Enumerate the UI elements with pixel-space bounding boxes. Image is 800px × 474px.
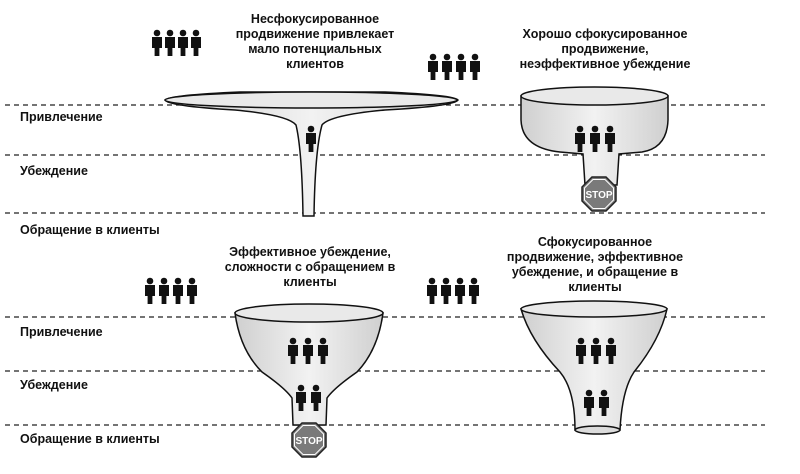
caption-line: Несфокусированное	[250, 12, 380, 26]
label-persuasion-bottom: Убеждение	[20, 378, 88, 392]
label-attraction-top: Привлечение	[20, 110, 103, 124]
caption-line: продвижение привлекает	[235, 27, 395, 41]
caption-line: клиентов	[286, 57, 344, 71]
caption-line: Хорошо сфокусированное	[522, 27, 688, 41]
label-conversion-bottom: Обращение в клиенты	[20, 432, 160, 446]
caption-line: мало потенциальных	[248, 42, 382, 56]
caption-line: клиенты	[568, 280, 622, 294]
stop-sign-icon: STOP	[291, 422, 327, 458]
caption-line: неэффективное убеждение	[519, 57, 691, 71]
funnel-icon	[520, 300, 668, 435]
label-attraction-bottom: Привлечение	[20, 325, 103, 339]
label-persuasion-top: Убеждение	[20, 164, 88, 178]
funnel-icon	[234, 303, 384, 426]
caption-line: Эффективное убеждение,	[229, 245, 391, 259]
stop-sign-label-2: STOP	[295, 436, 322, 447]
caption-line: Сфокусированное	[537, 235, 653, 249]
stop-sign-icon: STOP	[581, 176, 617, 212]
caption-top-right: Хорошо сфокусированное продвижение, неэф…	[490, 27, 720, 72]
label-conversion-top: Обращение в клиенты	[20, 223, 160, 237]
caption-bottom-right: Сфокусированное продвижение, эффективное…	[480, 235, 710, 295]
caption-line: сложности с обращением в	[224, 260, 396, 274]
funnel-icon	[164, 91, 459, 217]
people-group-bottom-left	[145, 277, 197, 304]
caption-line: убеждение, и обращение в	[511, 265, 679, 279]
people-group-bottom-right	[427, 277, 479, 304]
caption-top-left: Несфокусированное продвижение привлекает…	[200, 12, 430, 72]
people-group-bottom-left-inside	[288, 337, 328, 364]
caption-line: клиенты	[283, 275, 337, 289]
stop-sign-label-1: STOP	[585, 190, 612, 201]
caption-bottom-left: Эффективное убеждение, сложности с обращ…	[195, 245, 425, 290]
caption-line: продвижение, эффективное	[506, 250, 684, 264]
caption-line: продвижение,	[561, 42, 649, 56]
people-group-top-right	[428, 53, 480, 80]
people-group-top-right-inside	[575, 125, 615, 152]
people-group-top-left	[152, 29, 201, 56]
people-group-bottom-right-inside	[576, 337, 616, 364]
